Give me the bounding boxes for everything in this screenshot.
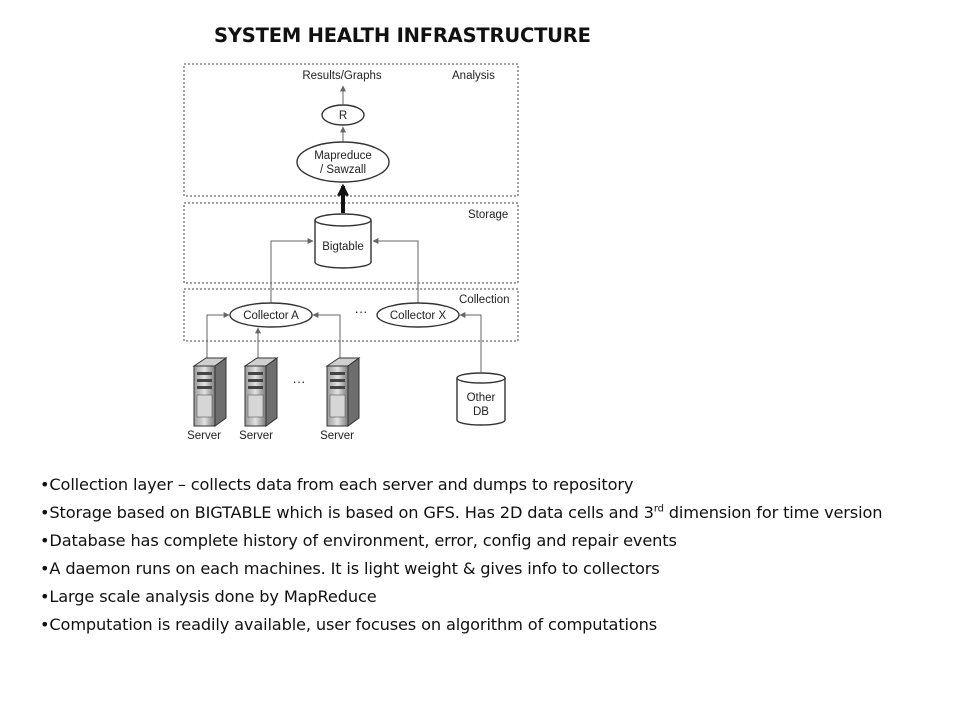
r-node <box>321 104 365 126</box>
collector-a-node <box>229 302 313 328</box>
slide-title: SYSTEM HEALTH INFRASTRUCTURE <box>214 24 591 47</box>
results-graphs-label: Results/Graphs <box>302 70 382 82</box>
collector-x-node <box>376 302 460 328</box>
other-db-node <box>456 372 506 426</box>
collector-a-label: Collector A <box>243 310 299 322</box>
collector-a-to-bigtable-arrow <box>270 238 314 304</box>
other-db-label-2: DB <box>473 406 489 418</box>
analysis-layer-label: Analysis <box>452 70 495 82</box>
bigtable-node <box>314 213 372 269</box>
server-3-label: Server <box>320 430 354 442</box>
storage-layer-label: Storage <box>468 209 508 221</box>
ordinal-superscript: rd <box>653 503 664 515</box>
bullet-list: Collection layer – collects data from ea… <box>40 472 920 640</box>
collector-x-to-bigtable-arrow <box>372 238 419 304</box>
system-health-diagram: Analysis Storage Collection Results/Grap… <box>183 63 519 442</box>
server-ellipsis: ··· <box>293 374 306 389</box>
server-1-icon <box>192 357 228 427</box>
bullet-text: Database has complete history of environ… <box>49 531 677 550</box>
bullet-text: Computation is readily available, user f… <box>49 615 658 634</box>
collector-x-label: Collector X <box>390 310 447 322</box>
bullet-text: Large scale analysis done by MapReduce <box>49 587 377 606</box>
r-node-label: R <box>339 110 347 122</box>
mapreduce-node <box>296 141 390 183</box>
bullet-text: Storage based on BIGTABLE which is based… <box>49 503 654 522</box>
server-2-label: Server <box>239 430 273 442</box>
bullet-text-continued: dimension for time version <box>663 503 883 522</box>
other-db-to-collector-x-arrow <box>459 312 482 372</box>
server-1-label: Server <box>187 430 221 442</box>
bullet-item: Collection layer – collects data from ea… <box>40 472 920 497</box>
collection-layer-label: Collection <box>459 294 510 306</box>
bullet-item: Storage based on BIGTABLE which is based… <box>40 500 920 525</box>
server-1-to-collector-a-arrow <box>206 312 230 358</box>
storage-layer-box <box>183 202 519 284</box>
analysis-layer-box <box>183 63 519 197</box>
bullet-text: A daemon runs on each machines. It is li… <box>49 559 660 578</box>
mapreduce-node-label-2: / Sawzall <box>320 164 366 176</box>
bullet-item: Large scale analysis done by MapReduce <box>40 584 920 609</box>
collector-ellipsis: ··· <box>355 304 368 319</box>
bullet-item: Computation is readily available, user f… <box>40 612 920 637</box>
collection-layer-box <box>183 288 519 342</box>
server-2-icon <box>243 357 279 427</box>
server-3-icon <box>325 357 361 427</box>
bullet-text: Collection layer – collects data from ea… <box>49 475 634 494</box>
other-db-label-1: Other <box>467 392 496 404</box>
bullet-item: Database has complete history of environ… <box>40 528 920 553</box>
server-3-to-collector-a-arrow <box>312 312 341 358</box>
mapreduce-node-label-1: Mapreduce <box>314 150 372 162</box>
bigtable-node-label: Bigtable <box>322 241 364 253</box>
bullet-item: A daemon runs on each machines. It is li… <box>40 556 920 581</box>
